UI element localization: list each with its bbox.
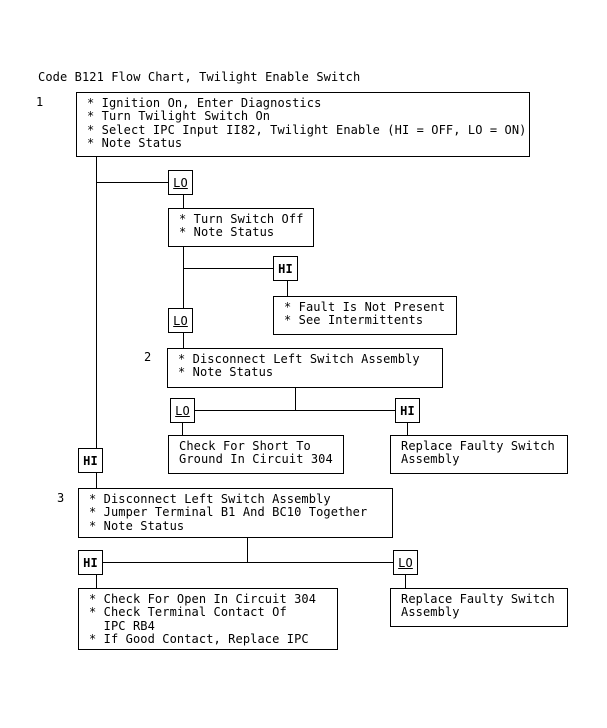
branch-label-hi-1: HI — [273, 256, 298, 281]
flow-box-line: * Note Status — [87, 136, 183, 151]
flow-box-line: * Fault Is Not Present — [284, 300, 446, 314]
flow-box-line: IPC RB4 — [89, 618, 155, 633]
step-number-1: 1 — [36, 95, 44, 109]
flow-box-line: Replace Faulty Switch — [401, 592, 555, 606]
branch-label-hi-2: HI — [395, 398, 420, 423]
branch-label-lo-2: LO — [168, 308, 193, 333]
flow-box-line: * Disconnect Left Switch Assembly — [178, 352, 420, 366]
flow-box-step2: * Disconnect Left Switch Assembly * Note… — [167, 348, 443, 388]
flow-box-check-open: * Check For Open In Circuit 304 * Check … — [78, 588, 338, 650]
flow-box-fault-not-present: * Fault Is Not Present * See Intermitten… — [273, 296, 457, 335]
flow-box-line: * Disconnect Left Switch Assembly — [89, 492, 331, 506]
flow-box-line: * Turn Switch Off — [179, 212, 304, 226]
flow-box-turn-switch-off: * Turn Switch Off * Note Status — [168, 208, 314, 247]
flow-box-line: Ground In Circuit 304 — [179, 452, 333, 467]
branch-label-lo-4: LO — [393, 550, 418, 575]
flow-box-line: * Note Status — [179, 225, 275, 240]
flow-box-line: Replace Faulty Switch — [401, 439, 555, 453]
branch-label-lo-1: LO — [168, 170, 193, 195]
branch-label-hi-4: HI — [78, 550, 103, 575]
flow-box-check-short: Check For Short To Ground In Circuit 304 — [168, 435, 344, 474]
page-title: Code B121 Flow Chart, Twilight Enable Sw… — [38, 70, 361, 84]
flow-box-line: * Turn Twilight Switch On — [87, 109, 271, 124]
flow-box-line: Assembly — [401, 452, 460, 467]
step-number-3: 3 — [57, 491, 65, 505]
flow-box-line: * Check Terminal Contact Of — [89, 605, 287, 620]
flow-box-step1: * Ignition On, Enter Diagnostics * Turn … — [76, 92, 530, 157]
step-number-2: 2 — [144, 350, 152, 364]
flow-box-line: * Ignition On, Enter Diagnostics — [87, 96, 322, 110]
flow-box-line: * Note Status — [89, 518, 185, 533]
flow-box-line: * Check For Open In Circuit 304 — [89, 592, 317, 606]
branch-label-lo-3: LO — [170, 398, 195, 423]
branch-label-hi-3: HI — [78, 448, 103, 473]
flow-box-line: * See Intermittents — [284, 313, 424, 328]
flow-box-line: * Jumper Terminal B1 And BC10 Together — [89, 505, 368, 520]
flow-box-line: * If Good Contact, Replace IPC — [89, 632, 309, 647]
flow-box-line: Assembly — [401, 605, 460, 620]
flow-box-line: Check For Short To — [179, 439, 311, 453]
flow-box-line: * Note Status — [178, 365, 274, 380]
flow-box-line: * Select IPC Input II82, Twilight Enable… — [87, 122, 527, 137]
flow-box-step3: * Disconnect Left Switch Assembly * Jump… — [78, 488, 393, 538]
flow-box-replace-switch-right: Replace Faulty Switch Assembly — [390, 435, 568, 474]
flow-box-replace-switch-bottom: Replace Faulty Switch Assembly — [390, 588, 568, 627]
